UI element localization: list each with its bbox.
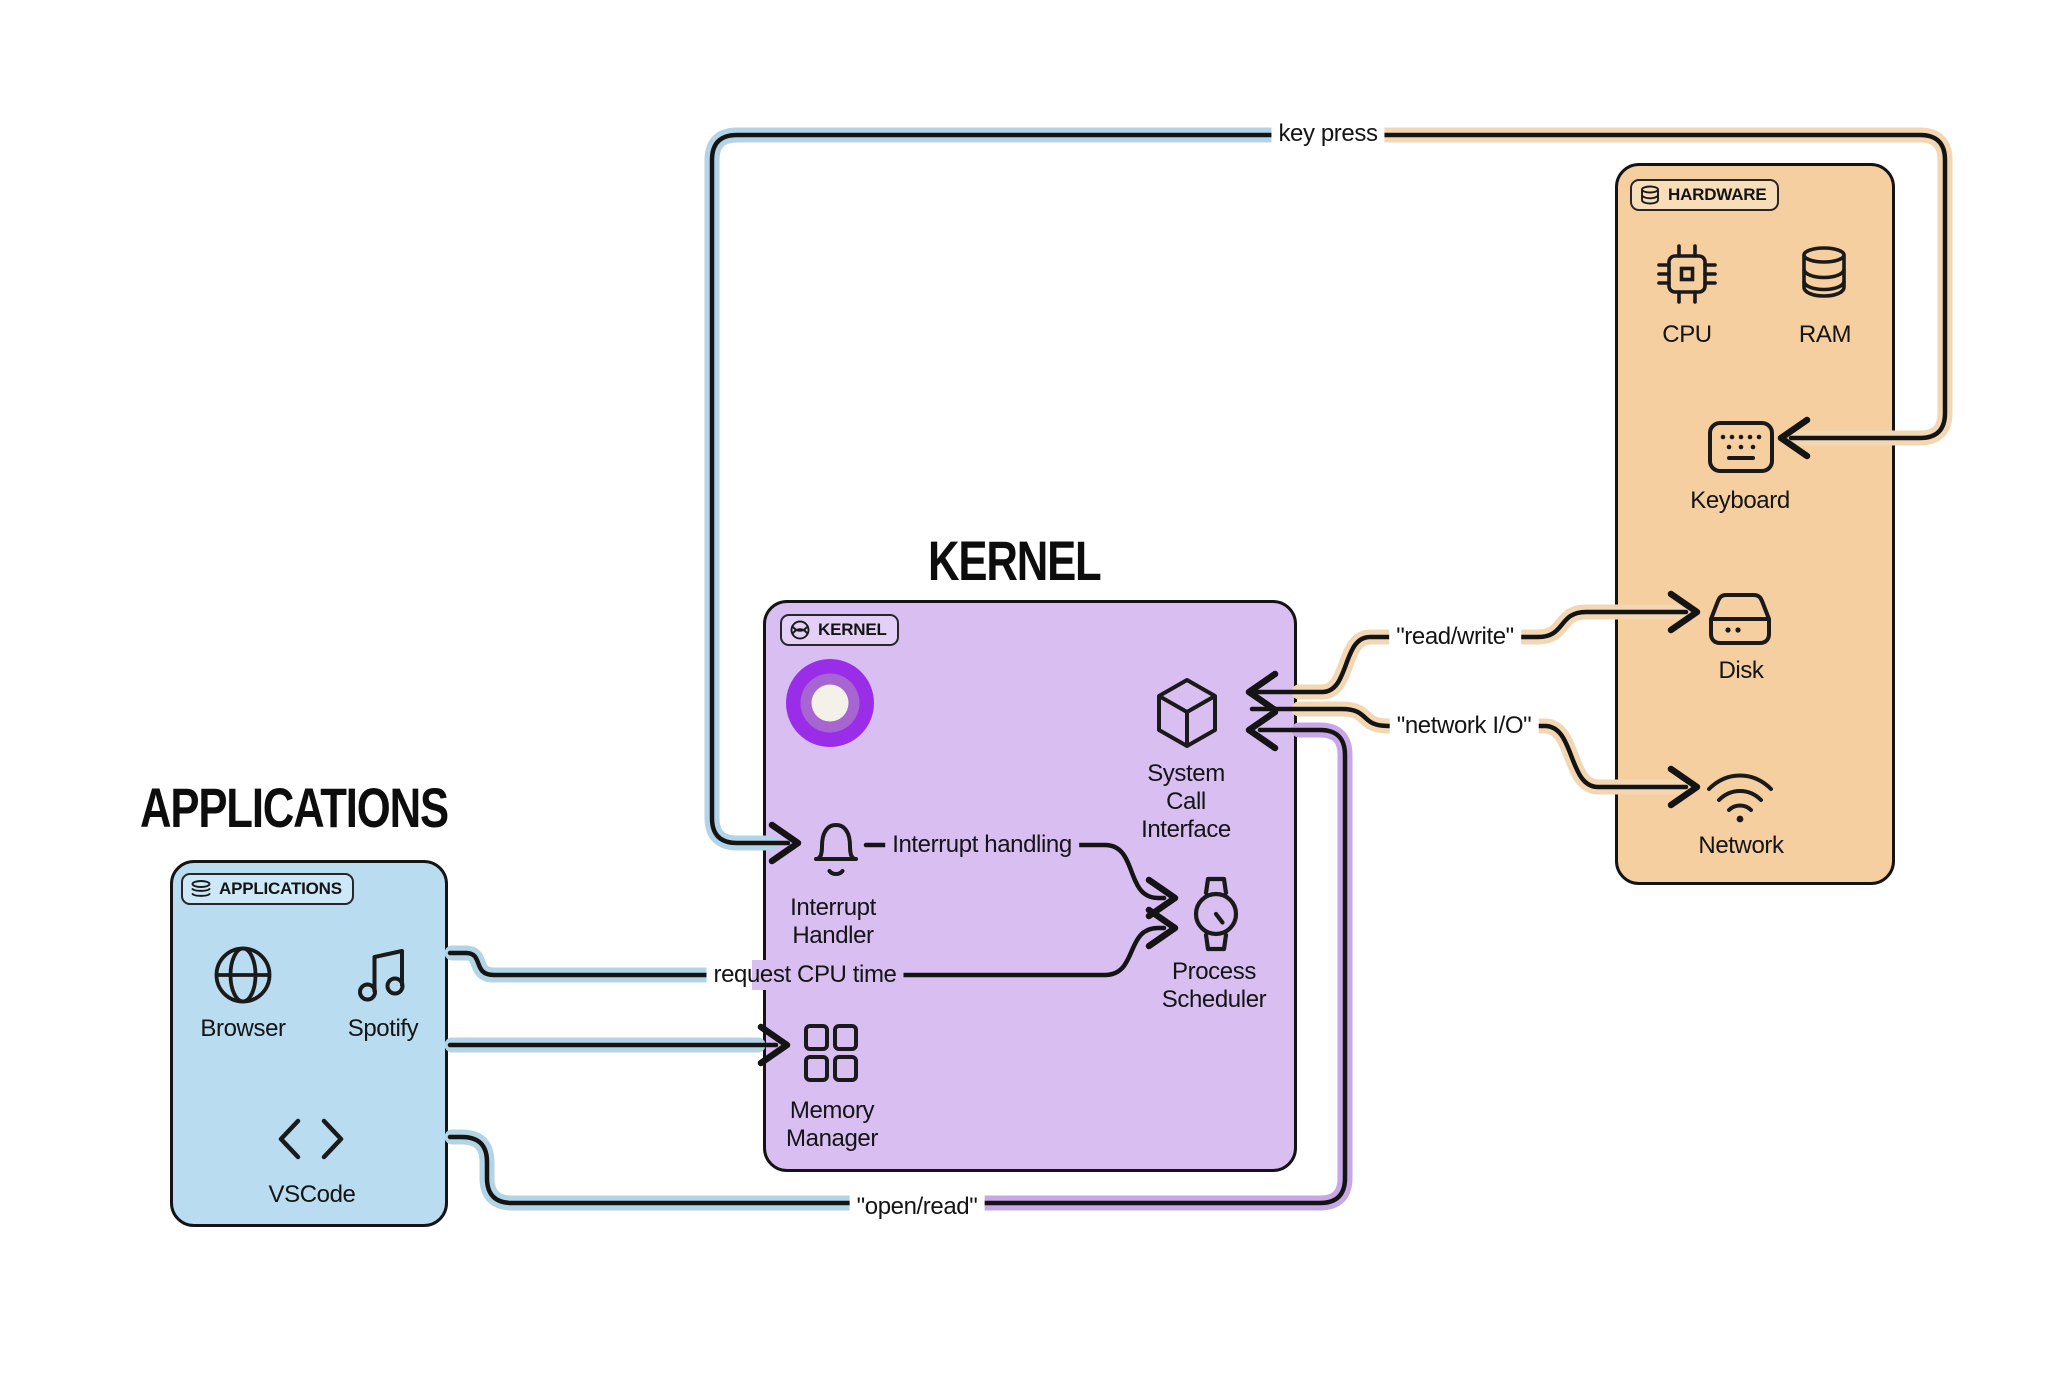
donut-logo [783,656,877,750]
knot-icon [789,619,811,641]
request-cpu-time-label: request CPU time [706,960,904,990]
cube-icon [1155,676,1219,750]
browser-label: Browser [200,1015,286,1042]
spotify-label: Spotify [347,1015,419,1042]
interrupt-handling-label: Interrupt handling [885,830,1079,860]
kernel-title: KERNEL [928,529,1102,592]
applications-badge: APPLICATIONS [181,873,354,905]
database-icon [1639,184,1661,206]
system-call-interface-label: System Call Interface [1141,760,1231,843]
applications-badge-label: APPLICATIONS [219,879,342,898]
disk-label: Disk [1718,657,1764,684]
process-scheduler-label: Process Scheduler [1161,958,1267,1013]
vscode-label: VSCode [268,1181,356,1208]
cpu-chip-icon [1653,240,1721,308]
read-write-label: "read/write" [1389,622,1521,652]
memory-grid-icon [799,1021,863,1085]
kernel-badge-label: KERNEL [818,620,887,639]
memory-manager-label: Memory Manager [786,1097,878,1152]
hardware-badge: HARDWARE [1630,179,1779,211]
code-brackets-icon [276,1115,346,1163]
ram-label: RAM [1798,321,1852,348]
hardware-box: HARDWARE CPU RAM [1615,163,1895,885]
globe-icon [210,942,276,1008]
applications-box: APPLICATIONS Browser Spotify VSCode [170,860,448,1227]
music-note-icon [350,941,414,1005]
open-read-label: "open/read" [849,1192,985,1222]
disk-icon [1705,589,1775,649]
kernel-badge: KERNEL [780,614,899,646]
key-press-label: key press [1271,119,1385,149]
hardware-badge-label: HARDWARE [1668,185,1767,204]
ram-cylinder-icon [1792,243,1856,307]
network-io-label: "network I/O" [1389,711,1539,741]
layers-icon [190,878,212,900]
watch-icon [1190,874,1242,954]
keyboard-label: Keyboard [1690,487,1790,514]
bell-icon [804,811,868,883]
kernel-box: KERNEL Interrupt Handler System Call Int [763,600,1297,1172]
cpu-label: CPU [1662,321,1712,348]
keyboard-icon [1707,419,1775,475]
network-label: Network [1698,832,1784,859]
interrupt-handler-label: Interrupt Handler [790,894,876,949]
applications-title: APPLICATIONS [140,776,449,839]
wifi-icon [1703,765,1777,825]
